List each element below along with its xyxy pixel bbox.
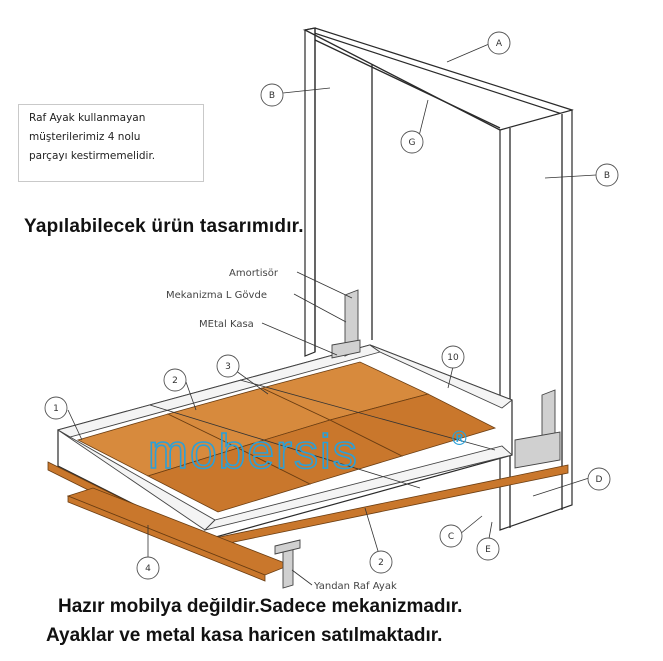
rail-front bbox=[203, 445, 513, 531]
label-mekanizma: Mekanizma L Gövde bbox=[166, 290, 267, 301]
callout-E-label: E bbox=[485, 545, 491, 555]
note-line-1: Raf Ayak kullanmayan bbox=[29, 112, 146, 124]
note-box: Raf Ayak kullanmayan müşterilerimiz 4 no… bbox=[18, 104, 204, 182]
watermark-logo: mobersis bbox=[148, 426, 359, 479]
headline: Yapılabilecek ürün tasarımıdır. bbox=[24, 216, 304, 237]
label-yandan-raf-ayak: Yandan Raf Ayak bbox=[313, 581, 397, 592]
callout-2-bottom-label: 2 bbox=[378, 558, 384, 568]
callout-D-label: D bbox=[596, 475, 603, 485]
bed-frame bbox=[47, 344, 569, 549]
callout-G-label: G bbox=[409, 138, 416, 148]
mechanism-left-foot bbox=[331, 339, 361, 359]
label-amortisor: Amortisör bbox=[229, 268, 279, 279]
mechanism bbox=[331, 289, 561, 469]
callout-3-label: 3 bbox=[225, 362, 231, 372]
callout-G: G bbox=[400, 130, 424, 154]
callout-1: 1 bbox=[44, 396, 68, 420]
label-metal-kasa: MEtal Kasa bbox=[199, 319, 254, 330]
callout-B-left: B bbox=[260, 83, 284, 107]
callout-10-label: 10 bbox=[447, 353, 459, 363]
callout-1-label: 1 bbox=[53, 404, 59, 414]
callout-10: 10 bbox=[441, 345, 465, 369]
callout-D: D bbox=[587, 467, 611, 491]
callout-B-right-label: B bbox=[604, 171, 610, 181]
callout-A: A bbox=[487, 31, 511, 55]
note-line-3: parçayı kestirmemelidir. bbox=[29, 150, 156, 162]
callout-B-left-label: B bbox=[269, 91, 275, 101]
shelf-leg bbox=[66, 487, 301, 589]
callout-C-label: C bbox=[448, 532, 454, 542]
cabinet-top bbox=[302, 27, 574, 115]
footer-line-2: Ayaklar ve metal kasa haricen satılmakta… bbox=[46, 625, 443, 646]
callout-E: E bbox=[476, 537, 500, 561]
callout-B-right: B bbox=[595, 163, 619, 187]
shelf-leg-cap bbox=[274, 539, 301, 555]
callout-A-label: A bbox=[496, 39, 503, 49]
note-line-2: müşterilerimiz 4 nolu bbox=[29, 131, 141, 143]
cabinet-left-edge bbox=[304, 27, 316, 357]
callout-4: 4 bbox=[136, 556, 160, 580]
callout-2-bottom: 2 bbox=[369, 550, 393, 574]
watermark-mark: ® bbox=[452, 428, 467, 450]
callout-3: 3 bbox=[216, 354, 240, 378]
callout-2-top: 2 bbox=[163, 368, 187, 392]
rail-back bbox=[369, 344, 513, 409]
slat-panel-6 bbox=[328, 393, 497, 457]
shelf-leg-board-edge bbox=[67, 495, 266, 582]
footer-line-1: Hazır mobilya değildir.Sadece mekanizmad… bbox=[58, 596, 463, 617]
leader-lines bbox=[67, 43, 597, 586]
mechanism-right-body bbox=[514, 431, 561, 469]
callout-4-label: 4 bbox=[145, 564, 151, 574]
callout-2-top-label: 2 bbox=[172, 376, 178, 386]
callout-C: C bbox=[439, 524, 463, 548]
